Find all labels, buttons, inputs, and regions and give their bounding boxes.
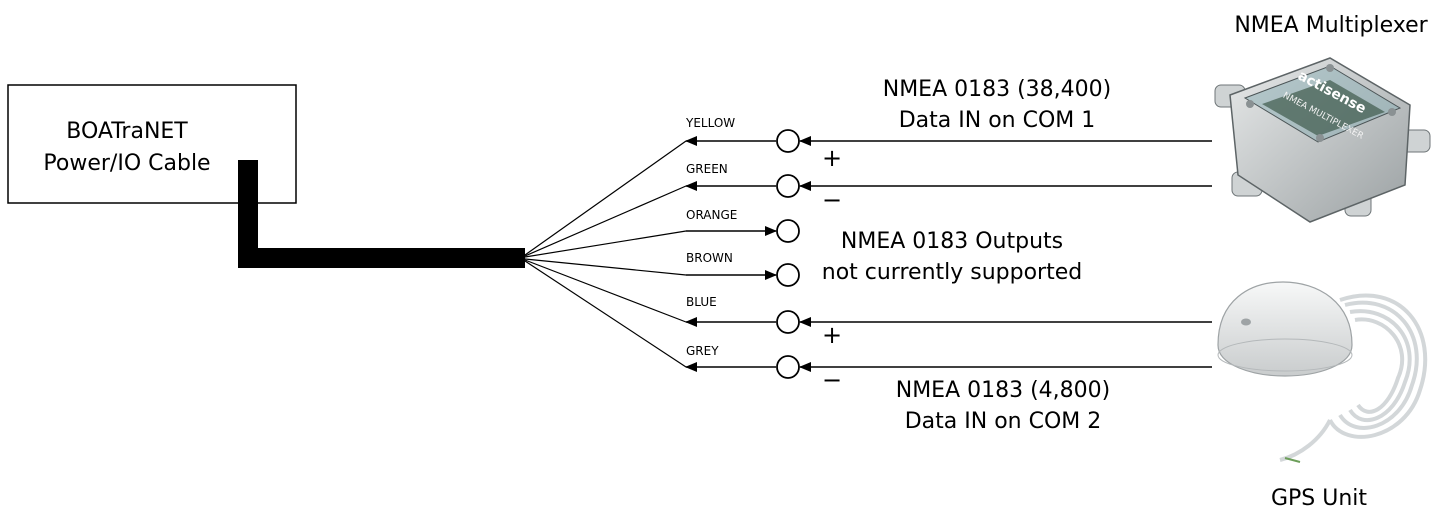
gps-cable-end [1284, 457, 1301, 463]
terminal-yellow [776, 129, 800, 153]
fanout-wire-brown [524, 258, 687, 276]
wire-label-blue: BLUE [686, 295, 717, 309]
wire-label-orange: ORANGE [686, 208, 737, 222]
wire-label-grey: GREY [686, 344, 719, 358]
cable-box-title: BOATraNET [66, 119, 188, 144]
wire-label-brown: BROWN [686, 251, 733, 265]
polarity-minus-com2: − [822, 366, 842, 394]
wire-row-blue: BLUE + [685, 295, 1212, 349]
multiplexer-device: NMEA Multiplexer actisense NMEA MULTIPLE… [1214, 13, 1431, 223]
fanout-wire-yellow [524, 140, 687, 256]
terminal-orange [776, 219, 800, 243]
gps-cable-coil [1279, 293, 1428, 462]
com2-label-line1: NMEA 0183 (4,800) [896, 378, 1111, 403]
polarity-minus-com1: − [822, 186, 842, 214]
wire-row-green: GREEN − [685, 162, 1212, 214]
fanout-wire-green [524, 185, 687, 257]
terminal-green [776, 174, 800, 198]
fanout-wire-blue [524, 259, 687, 323]
terminal-brown [776, 263, 800, 287]
wire-label-yellow: YELLOW [685, 116, 735, 130]
polarity-plus-com1: + [822, 144, 842, 172]
mux-screw-3 [1316, 134, 1324, 142]
terminal-blue [776, 310, 800, 334]
mux-screw-2 [1388, 108, 1396, 116]
wire-row-orange: ORANGE [686, 208, 800, 243]
multiplexer-label: NMEA Multiplexer [1234, 13, 1428, 38]
gps-image [1217, 281, 1428, 463]
gps-dome [1217, 281, 1353, 377]
mux-circuit-board [1262, 80, 1385, 136]
gps-dome-rim [1217, 338, 1353, 372]
wire-row-yellow: YELLOW + [685, 116, 1212, 172]
com1-label-line2: Data IN on COM 1 [899, 108, 1096, 133]
outputs-label-line2: not currently supported [822, 260, 1082, 285]
fanout-wire-grey [524, 260, 687, 368]
gps-dome-hole [1241, 318, 1251, 326]
fanout-wire-orange [524, 230, 687, 258]
fanout-wires [524, 140, 687, 368]
wire-row-grey: GREY − [685, 344, 1212, 394]
main-cable [238, 160, 525, 268]
multiplexer-image: actisense NMEA MULTIPLEXER [1214, 57, 1431, 223]
gps-device: GPS Unit [1217, 281, 1428, 511]
cable-box-subtitle: Power/IO Cable [43, 151, 210, 176]
wire-label-green: GREEN [686, 162, 728, 176]
com1-label-line1: NMEA 0183 (38,400) [883, 77, 1112, 102]
wire-row-brown: BROWN [686, 251, 800, 287]
com2-label-line2: Data IN on COM 2 [905, 409, 1102, 434]
gps-label: GPS Unit [1271, 486, 1367, 511]
polarity-plus-com2: + [822, 321, 842, 349]
terminal-grey [776, 355, 800, 379]
mux-screw-1 [1246, 100, 1254, 108]
cable-box: BOATraNET Power/IO Cable [7, 84, 297, 204]
mux-screw-4 [1326, 64, 1334, 72]
outputs-label-line1: NMEA 0183 Outputs [841, 229, 1063, 254]
